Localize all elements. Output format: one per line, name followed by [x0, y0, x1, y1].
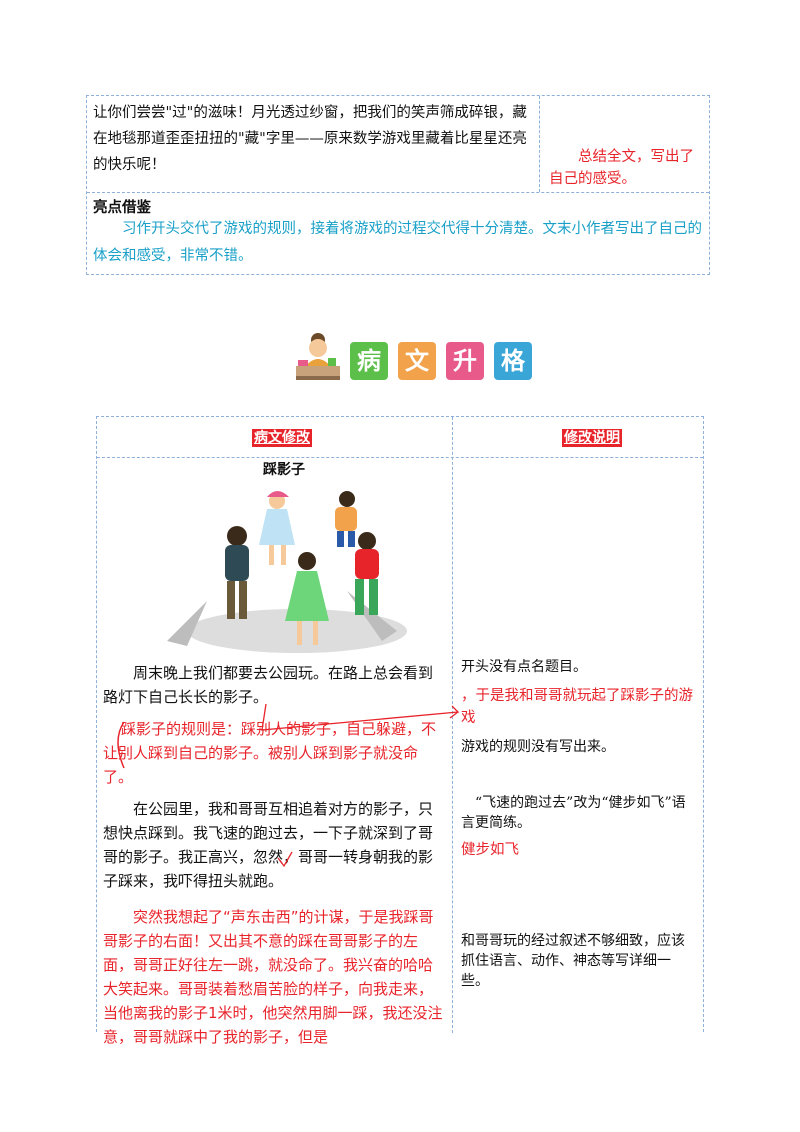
banner-char: 文: [398, 342, 436, 380]
note-wording: “飞速的跑过去”改为“健步如飞”语言更简练。: [461, 795, 686, 831]
note-opening-fix: ，于是我和哥哥就玩起了踩影子的游戏: [461, 688, 693, 726]
note-wording-fix: 健步如飞: [461, 842, 519, 858]
banner-char: 升: [446, 342, 484, 380]
paragraph-opening: 周末晚上我们都要去公园玩。在路上总会看到路灯下自己长长的影子。: [103, 664, 434, 706]
children-playing-illustration: [167, 491, 407, 653]
header-essay-revision: 病文修改: [252, 429, 312, 447]
banner-char: 病: [350, 342, 388, 380]
note-detail: 和哥哥玩的经过叙述不够细致，应该抓住语言、动作、神态等写详细一些。: [461, 933, 685, 989]
essay-end-row: 让你们尝尝"过"的滋味！月光透过纱窗，把我们的笑声筛成碎银，藏在地毯那道歪歪扭扭…: [87, 96, 709, 193]
highlight-title: 亮点借鉴: [93, 200, 151, 216]
student-desk-illustration: [296, 333, 340, 380]
revision-table: 病文修改 修改说明 踩影子 周末晚上我们都要去公园玩。在路: [96, 416, 704, 1046]
summary-table: 让你们尝尝"过"的滋味！月光透过纱窗，把我们的笑声筛成碎银，藏在地毯那道歪歪扭扭…: [86, 95, 710, 275]
paragraph-game-rules: 踩影子的规则是：踩别人的影子，自己躲避，不让别人踩到自己的影子。被别人踩到影子就…: [103, 720, 437, 786]
paragraph-chase: 在公园里，我和哥哥互相追着对方的影子，只想快点踩到。我飞速的跑过去，一下子就深到…: [103, 800, 434, 890]
column-divider: [539, 96, 540, 192]
note-opening: 开头没有点名题目。: [461, 659, 587, 675]
highlight-body: 习作开头交代了游戏的规则，接着将游戏的过程交代得十分清楚。文末小作者写出了自己的…: [93, 221, 702, 264]
paragraph-trick: 突然我想起了“声东击西”的计谋，于是我踩哥哥影子的右面！又出其不意的踩在哥哥影子…: [103, 908, 443, 1046]
banner-char: 格: [494, 342, 532, 380]
column-divider: [452, 417, 453, 1033]
header-revision-notes: 修改说明: [562, 429, 622, 447]
essay-comment: 总结全文，写出了自己的感受。: [549, 149, 694, 187]
note-rules: 游戏的规则没有写出来。: [461, 739, 615, 755]
table-header-row: 病文修改 修改说明: [97, 417, 703, 458]
section-banner: 病 文 升 格: [292, 328, 542, 384]
story-title: 踩影子: [263, 462, 305, 478]
essay-end-text: 让你们尝尝"过"的滋味！月光透过纱窗，把我们的笑声筛成碎银，藏在地毯那道歪歪扭扭…: [93, 105, 527, 173]
